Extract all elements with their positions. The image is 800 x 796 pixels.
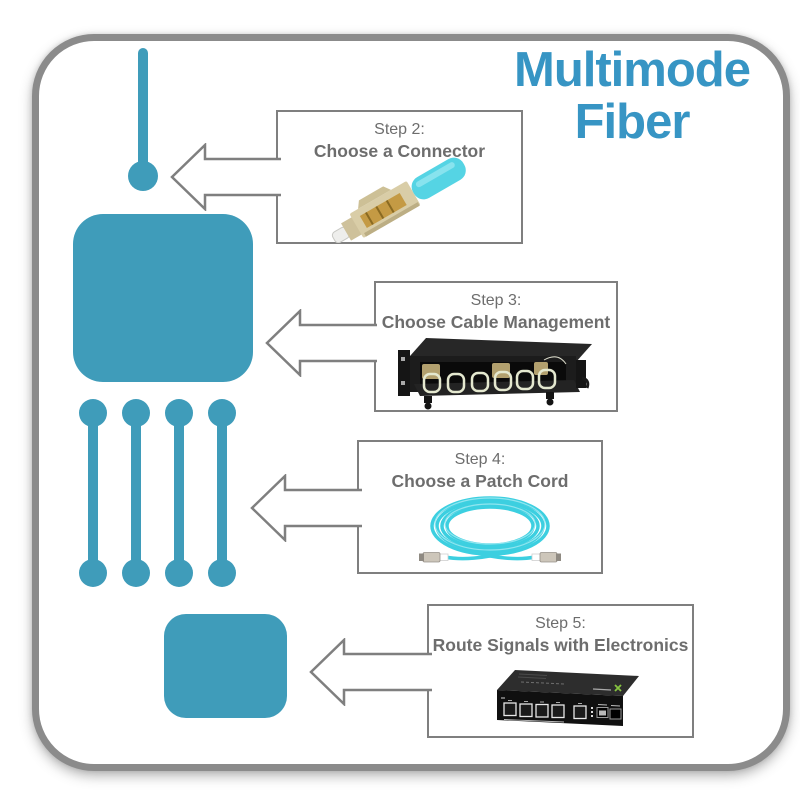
step-5-callout: Step 5: Route Signals with Electronics bbox=[427, 604, 694, 738]
cord-end-dot-top bbox=[122, 399, 150, 427]
cord-end-dot-top bbox=[208, 399, 236, 427]
step-4-label: Step 4: bbox=[454, 451, 506, 468]
step-2-label: Step 2: bbox=[374, 121, 425, 138]
step-4-title: Choose a Patch Cord bbox=[391, 471, 569, 491]
step-4-callout: Step 4: Choose a Patch Cord bbox=[357, 440, 603, 574]
cord-end-dot-bottom bbox=[122, 559, 150, 587]
lc-connector-image bbox=[331, 157, 466, 243]
step-5-label: Step 5: bbox=[535, 615, 586, 632]
step-4-left-arrow-icon bbox=[250, 474, 362, 542]
cord-line bbox=[131, 413, 141, 573]
step-2-title: Choose a Connector bbox=[313, 141, 486, 161]
diagram-title: Multimode Fiber bbox=[500, 44, 764, 148]
rack-cable-manager-image bbox=[398, 338, 592, 410]
title-line-1: Multimode bbox=[514, 43, 751, 97]
electronics-shape bbox=[164, 614, 287, 718]
cord-end-dot-bottom bbox=[208, 559, 236, 587]
incoming-fiber-line bbox=[138, 48, 148, 170]
cord-line bbox=[217, 413, 227, 573]
cord-line bbox=[88, 413, 98, 573]
incoming-fiber-node bbox=[128, 161, 158, 191]
step-5-left-arrow-icon bbox=[309, 638, 432, 706]
fiber-patch-cord-image bbox=[419, 496, 561, 563]
fiber-enclosure-shape bbox=[73, 214, 253, 382]
step-2-callout: Step 2: Choose a Connector bbox=[276, 110, 523, 244]
cord-end-dot-top bbox=[79, 399, 107, 427]
step-3-label: Step 3: bbox=[470, 292, 522, 309]
cord-end-dot-bottom bbox=[79, 559, 107, 587]
ethernet-switch-image bbox=[497, 670, 639, 726]
step-2-left-arrow-icon bbox=[170, 143, 281, 211]
step-3-left-arrow-icon bbox=[265, 309, 377, 377]
cord-end-dot-bottom bbox=[165, 559, 193, 587]
step-3-title: Choose Cable Management bbox=[381, 312, 611, 332]
step-5-title: Route Signals with Electronics bbox=[432, 635, 689, 655]
cord-line bbox=[174, 413, 184, 573]
title-line-2: Fiber bbox=[574, 95, 691, 149]
cord-end-dot-top bbox=[165, 399, 193, 427]
step-3-callout: Step 3: Choose Cable Management bbox=[374, 281, 618, 412]
